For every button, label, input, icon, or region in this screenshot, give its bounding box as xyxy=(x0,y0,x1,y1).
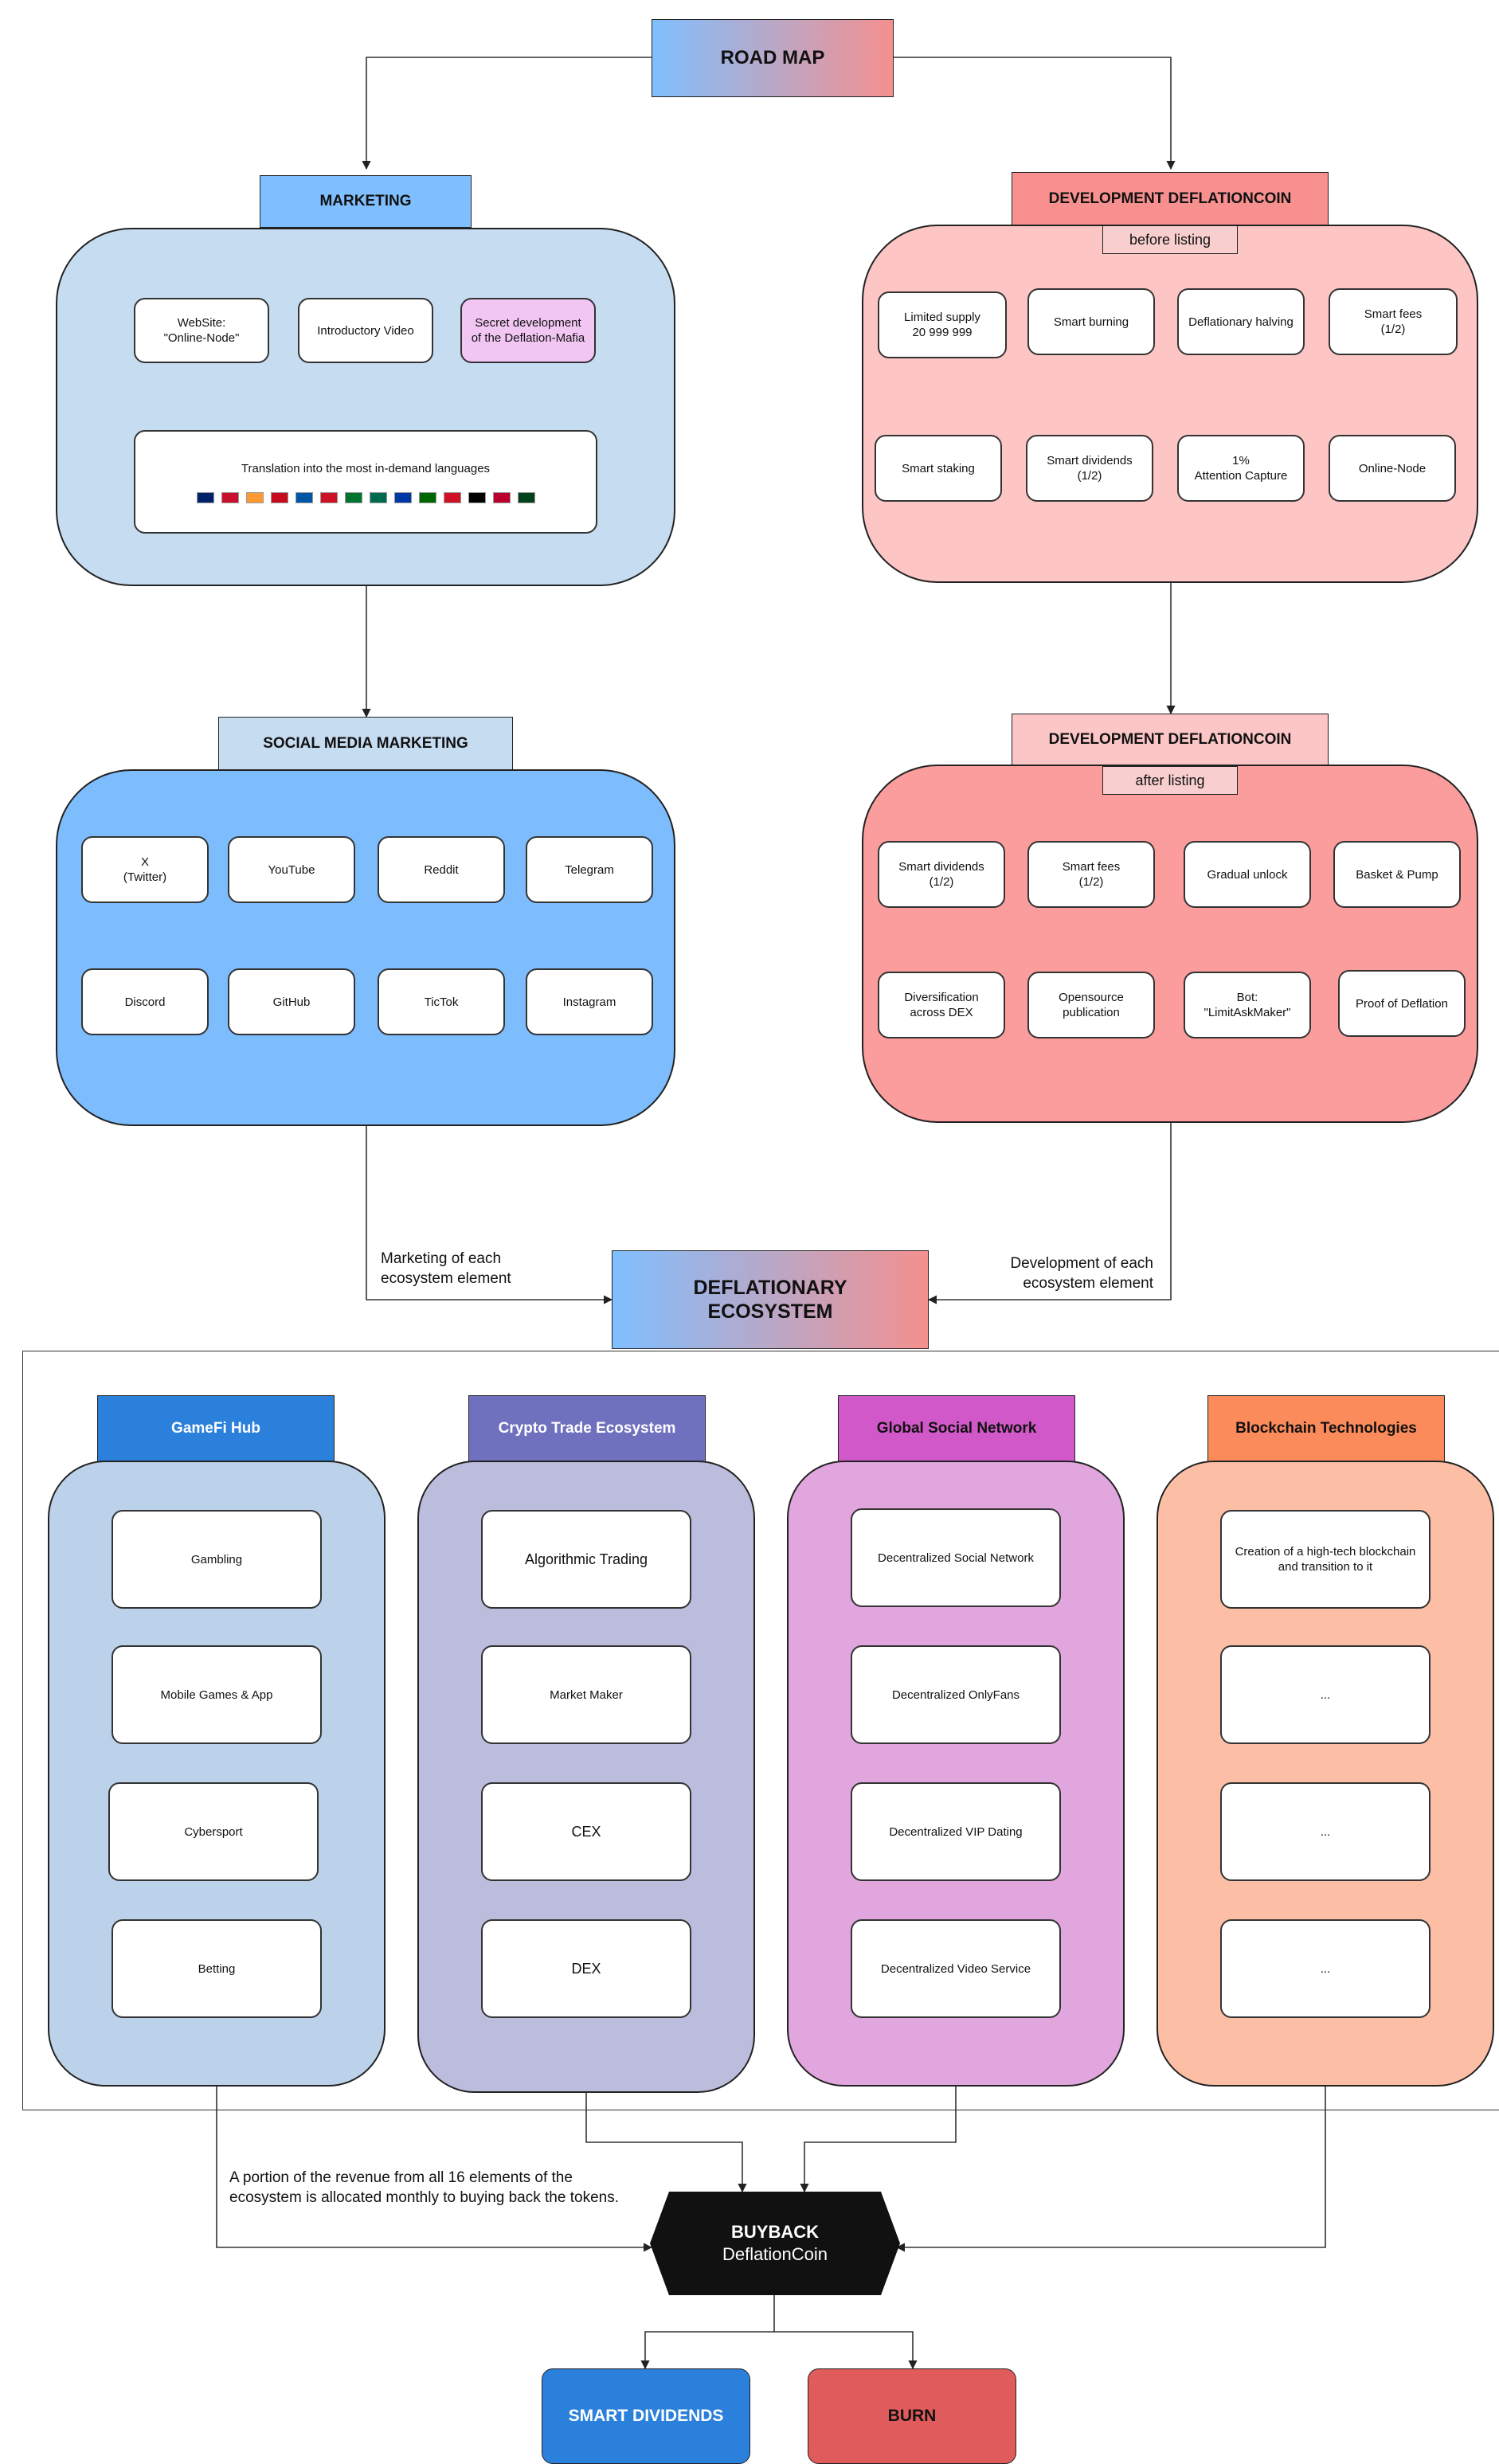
flag-icon xyxy=(418,491,436,503)
blockchain-header: Blockchain Technologies xyxy=(1207,1395,1445,1462)
smart-dividends-node: Smart dividends (1/2) xyxy=(1026,435,1153,502)
online-node-node: Online-Node xyxy=(1329,435,1456,502)
dex-node: DEX xyxy=(481,1919,691,2018)
marketing-each-label: Marketing of each ecosystem element xyxy=(381,1250,511,1287)
gradual-unlock-node: Gradual unlock xyxy=(1184,841,1311,908)
flag-icon xyxy=(344,491,362,503)
market-maker-node: Market Maker xyxy=(481,1645,691,1744)
dev-before-panel xyxy=(862,225,1478,583)
blockchain-placeholder-node: ... xyxy=(1220,1919,1431,2018)
decentralized-social-network-node: Decentralized Social Network xyxy=(851,1508,1061,1607)
basket-pump-node: Basket & Pump xyxy=(1333,841,1461,908)
social-net-header: Global Social Network xyxy=(838,1395,1075,1462)
discord-node: Discord xyxy=(81,968,209,1035)
telegram-node: Telegram xyxy=(526,836,653,903)
translation-node: Translation into the most in-demand lang… xyxy=(134,430,597,534)
smart-fees-node: Smart fees (1/2) xyxy=(1329,288,1458,355)
flag-icon xyxy=(468,491,486,503)
flag-icon xyxy=(221,491,239,503)
after-smart-dividends-node: Smart dividends (1/2) xyxy=(878,841,1005,908)
flag-icon xyxy=(270,491,288,503)
marketing-header: MARKETING xyxy=(260,175,472,228)
after-listing-tag: after listing xyxy=(1102,766,1238,795)
flag-icon xyxy=(245,491,264,503)
instagram-node: Instagram xyxy=(526,968,653,1035)
reddit-node: Reddit xyxy=(378,836,505,903)
flag-icon xyxy=(393,491,412,503)
smart-burning-node: Smart burning xyxy=(1027,288,1155,355)
cex-node: CEX xyxy=(481,1782,691,1881)
revenue-note: A portion of the revenue from all 16 ele… xyxy=(229,2169,619,2206)
flag-icon xyxy=(369,491,387,503)
ecosystem-frame xyxy=(22,1351,1499,2110)
crypto-header: Crypto Trade Ecosystem xyxy=(468,1395,706,1462)
flag-icon xyxy=(492,491,511,503)
buyback-shape xyxy=(650,2192,900,2295)
twitter-node: X (Twitter) xyxy=(81,836,209,903)
flag-icon xyxy=(517,491,535,503)
buyback-label: BUYBACK DeflationCoin xyxy=(722,2222,828,2264)
roadmap-title: ROAD MAP xyxy=(652,19,894,97)
before-listing-tag: before listing xyxy=(1102,225,1238,254)
website-node: WebSite: "Online-Node" xyxy=(134,298,269,363)
secret-development-node: Secret development of the Deflation-Mafi… xyxy=(460,298,596,363)
diversification-node: Diversification across DEX xyxy=(878,972,1005,1038)
decentralized-onlyfans-node: Decentralized OnlyFans xyxy=(851,1645,1061,1744)
betting-node: Betting xyxy=(112,1919,322,2018)
gamefi-header: GameFi Hub xyxy=(97,1395,335,1462)
after-smart-fees-node: Smart fees (1/2) xyxy=(1027,841,1155,908)
decentralized-vip-dating-node: Decentralized VIP Dating xyxy=(851,1782,1061,1881)
social-media-panel xyxy=(56,769,675,1126)
gambling-node: Gambling xyxy=(112,1510,322,1609)
mobile-games-node: Mobile Games & App xyxy=(112,1645,322,1744)
tictok-node: TicTok xyxy=(378,968,505,1035)
youtube-node: YouTube xyxy=(228,836,355,903)
flag-icon xyxy=(443,491,461,503)
deflationary-halving-node: Deflationary halving xyxy=(1177,288,1305,355)
development-each-label: Development of each ecosystem element xyxy=(1010,1255,1153,1292)
limitaskmaker-node: Bot: "LimitAskMaker" xyxy=(1184,972,1311,1038)
flag-icon xyxy=(319,491,338,503)
blockchain-placeholder-node: ... xyxy=(1220,1782,1431,1881)
proof-of-deflation-node: Proof of Deflation xyxy=(1338,970,1466,1037)
language-flags xyxy=(196,491,535,503)
ecosystem-title: DEFLATIONARY ECOSYSTEM xyxy=(612,1250,929,1349)
smart-staking-node: Smart staking xyxy=(875,435,1002,502)
flag-icon xyxy=(196,491,214,503)
cybersport-node: Cybersport xyxy=(108,1782,319,1881)
introductory-video-node: Introductory Video xyxy=(298,298,433,363)
social-media-header: SOCIAL MEDIA MARKETING xyxy=(218,717,513,771)
smart-dividends-box: SMART DIVIDENDS xyxy=(542,2368,750,2464)
blockchain-placeholder-node: ... xyxy=(1220,1645,1431,1744)
limited-supply-node: Limited supply 20 999 999 xyxy=(878,291,1007,358)
dev-before-header: DEVELOPMENT DEFLATIONCOIN xyxy=(1012,172,1329,226)
algorithmic-trading-node: Algorithmic Trading xyxy=(481,1510,691,1609)
opensource-node: Opensource publication xyxy=(1027,972,1155,1038)
attention-capture-node: 1% Attention Capture xyxy=(1177,435,1305,502)
github-node: GitHub xyxy=(228,968,355,1035)
dev-after-panel xyxy=(862,765,1478,1123)
high-tech-blockchain-node: Creation of a high-tech blockchain and t… xyxy=(1220,1510,1431,1609)
flag-icon xyxy=(295,491,313,503)
dev-after-header: DEVELOPMENT DEFLATIONCOIN xyxy=(1012,714,1329,766)
decentralized-video-service-node: Decentralized Video Service xyxy=(851,1919,1061,2018)
burn-box: BURN xyxy=(808,2368,1016,2464)
